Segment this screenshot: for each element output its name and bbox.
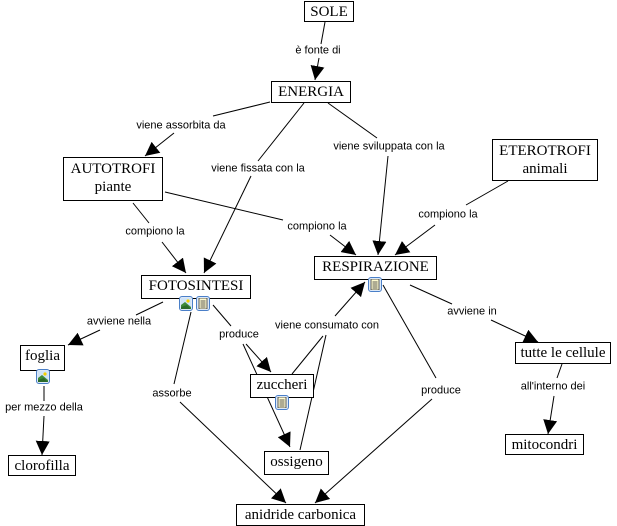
- link-line: [164, 191, 284, 221]
- link-label-viene-consumato-con[interactable]: viene consumato con: [274, 319, 380, 333]
- link-line: [212, 304, 232, 327]
- concept-sublabel: piante: [94, 179, 132, 195]
- concept-mitocondri[interactable]: mitocondri: [505, 434, 584, 455]
- concept-clorofilla[interactable]: clorofilla: [8, 455, 76, 476]
- link-arrow: [67, 329, 101, 346]
- concept-tutte-le-cellule[interactable]: tutte le cellule: [515, 342, 611, 364]
- link-line: [320, 21, 326, 45]
- link-label-compiono-la[interactable]: compiono la: [417, 208, 479, 222]
- link-arrow: [372, 155, 389, 256]
- link-line: [257, 102, 305, 162]
- link-label-per-mezzo-della[interactable]: per mezzo della: [4, 401, 84, 415]
- link-label-compiono-la[interactable]: compiono la: [124, 225, 186, 239]
- concept-sole[interactable]: SOLE: [304, 1, 354, 22]
- link-label-produce[interactable]: produce: [218, 328, 260, 342]
- link-arrow: [490, 319, 539, 343]
- link-arrow: [245, 343, 272, 373]
- document-icon[interactable]: [368, 277, 382, 292]
- concept-foglia[interactable]: foglia: [20, 345, 65, 371]
- concept-anidride-carbonica[interactable]: anidride carbonica: [236, 504, 365, 526]
- concept-label: clorofilla: [14, 458, 70, 474]
- link-line: [135, 301, 164, 316]
- link-arrow: [310, 57, 325, 81]
- link-line: [409, 284, 453, 305]
- document-icon[interactable]: [275, 395, 289, 410]
- concept-label: ETEROTROFI: [499, 143, 591, 159]
- link-arrow: [144, 132, 175, 157]
- concept-label: ossigeno: [270, 454, 323, 470]
- link-line: [465, 180, 509, 206]
- link-arrow: [329, 234, 357, 256]
- link-label-avviene-in[interactable]: avviene in: [446, 305, 498, 319]
- link-line: [132, 202, 150, 224]
- concept-energia[interactable]: ENERGIA: [271, 81, 351, 103]
- link-line: [556, 363, 563, 379]
- link-label-e-fonte-di[interactable]: è fonte di: [294, 44, 342, 58]
- concept-label: AUTOTROFI: [70, 161, 156, 177]
- link-label-viene-assorbita-da[interactable]: viene assorbita da: [135, 119, 227, 133]
- link-arrow: [179, 401, 287, 504]
- link-line: [382, 284, 437, 379]
- link-arrow: [35, 415, 50, 456]
- link-label-viene-fissata-con-la[interactable]: viene fissata con la: [210, 162, 306, 176]
- link-line: [327, 102, 378, 139]
- concept-autotrofi[interactable]: AUTOTROFI piante: [63, 157, 163, 201]
- concept-sublabel: animali: [522, 161, 568, 177]
- link-label-assorbe[interactable]: assorbe: [151, 387, 193, 401]
- link-arrow: [314, 398, 433, 504]
- concept-label: FOTOSINTESI: [148, 278, 244, 294]
- concept-label: mitocondri: [511, 437, 578, 453]
- link-arrow: [161, 241, 187, 274]
- concept-fotosintesi[interactable]: FOTOSINTESI: [141, 275, 251, 299]
- image-icon[interactable]: [179, 296, 193, 311]
- concept-eterotrofi[interactable]: ETEROTROFI animali: [492, 139, 598, 181]
- concept-label: SOLE: [310, 4, 348, 20]
- link-label-all-interno-dei[interactable]: all'interno dei: [519, 380, 587, 394]
- link-line: [212, 101, 271, 117]
- concept-respirazione[interactable]: RESPIRAZIONE: [314, 256, 437, 280]
- link-arrow: [334, 281, 366, 317]
- concept-label: tutte le cellule: [520, 345, 606, 361]
- document-icon[interactable]: [196, 296, 210, 311]
- link-line: [291, 335, 324, 375]
- link-arrow: [203, 175, 252, 274]
- link-arrow: [543, 395, 558, 435]
- link-line: [173, 311, 192, 385]
- image-icon[interactable]: [36, 369, 50, 384]
- link-label-avviene-nella[interactable]: avviene nella: [85, 315, 153, 329]
- link-label-produce[interactable]: produce: [420, 384, 462, 398]
- concept-label: foglia: [25, 348, 60, 364]
- link-label-viene-sviluppata-con-la[interactable]: viene sviluppata con la: [332, 140, 446, 154]
- concept-label: ENERGIA: [278, 84, 344, 100]
- concept-label: RESPIRAZIONE: [322, 259, 429, 275]
- concept-ossigeno[interactable]: ossigeno: [264, 451, 329, 475]
- concept-zuccheri[interactable]: zuccheri: [250, 374, 314, 398]
- concept-label: anidride carbonica: [244, 507, 357, 523]
- concept-label: zuccheri: [256, 377, 308, 393]
- link-arrow: [394, 224, 436, 256]
- link-label-compiono-la[interactable]: compiono la: [286, 220, 348, 234]
